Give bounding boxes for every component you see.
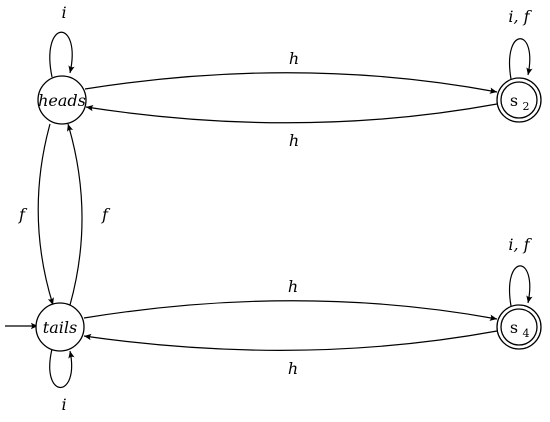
state-s4-subscript: 4	[523, 327, 530, 340]
label-s4-to-tails: h	[288, 359, 298, 378]
loop-s4	[509, 265, 533, 307]
label-heads-to-tails: f	[18, 205, 28, 224]
state-s2: s 2	[496, 77, 542, 123]
label-s4-loop: i, f	[508, 235, 532, 254]
edge-heads-to-tails	[37, 123, 54, 306]
edge-tails-to-s4	[83, 300, 498, 321]
label-tails-to-s4: h	[288, 277, 298, 296]
loop-s2	[509, 38, 533, 80]
edge-tails-to-heads	[66, 123, 83, 306]
label-heads-to-s2: h	[289, 49, 299, 68]
edge-s4-to-tails	[83, 330, 498, 351]
edge-heads-to-s2	[84, 72, 498, 94]
edge-s2-to-heads	[85, 103, 498, 124]
state-tails: tails	[35, 302, 85, 352]
label-s2-to-heads: h	[289, 131, 299, 150]
state-s4: s 4	[496, 304, 542, 350]
label-heads-loop: i	[61, 3, 66, 22]
label-tails-to-heads: f	[101, 205, 111, 224]
state-heads-label: heads	[38, 91, 86, 110]
state-s2-label: s	[510, 91, 518, 110]
state-heads: heads	[37, 75, 87, 125]
loop-tails	[49, 348, 75, 389]
state-s4-label: s	[510, 318, 518, 337]
label-s2-loop: i, f	[508, 7, 532, 26]
loop-heads	[49, 31, 75, 78]
state-tails-label: tails	[43, 318, 77, 337]
state-s2-subscript: 2	[523, 100, 530, 113]
label-tails-loop: i	[61, 395, 66, 414]
